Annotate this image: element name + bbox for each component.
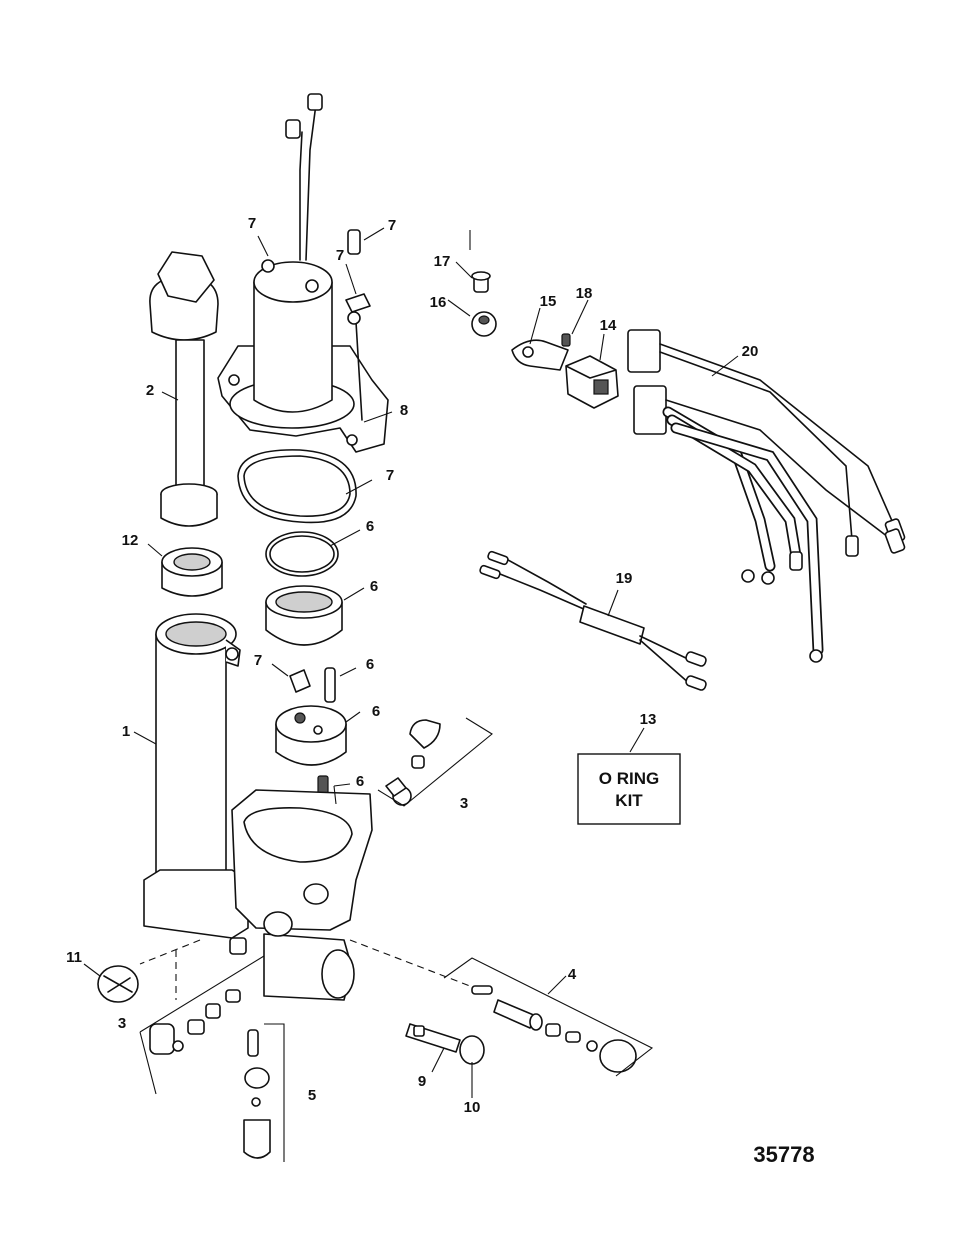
screw-17	[471, 271, 491, 293]
valve-assembly-4	[471, 985, 637, 1073]
harness-20	[627, 329, 906, 663]
manifold-housing	[143, 789, 373, 1001]
callout-7d: 7	[386, 467, 394, 484]
callout-11: 11	[66, 949, 82, 966]
callout-6b: 6	[370, 578, 378, 595]
callout-6e: 6	[356, 773, 364, 790]
pump-motor	[217, 93, 389, 453]
valve-fittings-6-7	[289, 667, 336, 703]
callout-6d: 6	[372, 703, 380, 720]
callout-3b: 3	[118, 1015, 126, 1032]
leader-lines	[83, 227, 739, 1098]
callout-10: 10	[464, 1099, 481, 1116]
callout-3a: 3	[460, 795, 468, 812]
callout-6c: 6	[366, 656, 374, 673]
cylinder-seal	[161, 547, 223, 597]
grommet-16	[471, 311, 497, 337]
kit-line-2: KIT	[615, 791, 643, 810]
callout-7e: 7	[254, 652, 262, 669]
callout-20: 20	[742, 343, 759, 360]
motor-oring-seals	[237, 449, 357, 577]
callout-16: 16	[430, 294, 447, 311]
motor-fasteners	[345, 229, 371, 325]
manual-release-valve-assembly	[385, 719, 441, 806]
callout-17: 17	[434, 253, 451, 270]
callout-9: 9	[418, 1073, 426, 1090]
callout-18: 18	[576, 285, 593, 302]
callout-7b: 7	[388, 217, 396, 234]
check-valve-parts-3	[149, 937, 247, 1055]
grouping-brackets	[139, 230, 654, 1162]
callout-2: 2	[146, 382, 154, 399]
figure-number: 35778	[753, 1142, 814, 1167]
bracket-15	[511, 339, 569, 371]
callout-15: 15	[540, 293, 557, 310]
callout-7c: 7	[336, 247, 344, 264]
callout-4: 4	[568, 966, 577, 983]
callout-7a: 7	[248, 215, 256, 232]
harness-19	[479, 550, 707, 691]
callout-19: 19	[616, 570, 633, 587]
cylinder-body	[155, 613, 241, 888]
callout-8: 8	[400, 402, 408, 419]
valve-kit-5	[243, 1029, 271, 1159]
pump-body	[275, 705, 347, 797]
callout-12: 12	[122, 532, 139, 549]
callout-13: 13	[640, 711, 657, 728]
o-ring-kit-box: O RING KIT	[577, 753, 681, 825]
callout-14: 14	[600, 317, 617, 334]
callout-6a: 6	[366, 518, 374, 535]
fill-plug-11	[97, 965, 139, 1003]
callout-1: 1	[122, 723, 130, 740]
trim-rod	[149, 251, 219, 527]
reservoir-ring	[265, 585, 343, 646]
relay-14	[565, 355, 619, 409]
callout-5: 5	[308, 1087, 316, 1104]
callout-labels: 1 2 3 3 4 5 6 6 6 6 6 7 7 7 7 7 8 9 10 1…	[66, 215, 758, 1116]
kit-line-1: O RING	[599, 769, 659, 788]
screw-18	[561, 333, 571, 347]
manual-release-valve-9-10	[405, 1023, 485, 1065]
